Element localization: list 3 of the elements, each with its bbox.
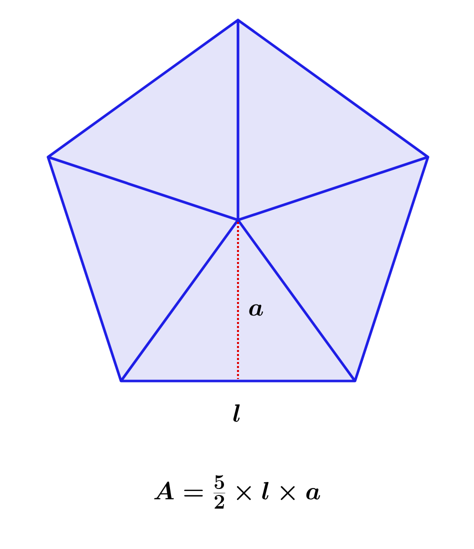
height-label: $a$	[249, 304, 264, 316]
side-label: $l$	[233, 404, 240, 422]
area-formula: $A = \frac{5}{2} \times l \times a$	[154, 475, 320, 509]
